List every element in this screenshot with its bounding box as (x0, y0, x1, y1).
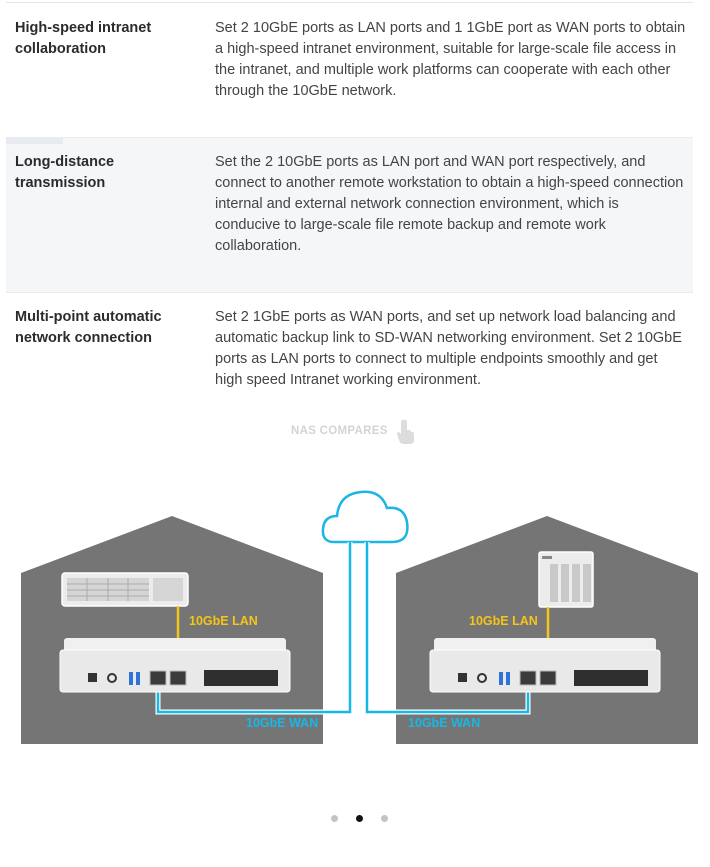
carousel-dot-2[interactable] (356, 815, 363, 822)
right-switch-icon (429, 638, 661, 693)
carousel-pagination (0, 812, 710, 826)
tower-nas-icon (538, 551, 594, 608)
watermark-hand-icon (397, 419, 414, 444)
right-lan-label: 10GbE LAN (469, 614, 538, 628)
top-divider (6, 2, 693, 3)
left-switch-icon (59, 638, 291, 693)
left-wan-line-color (156, 542, 352, 714)
right-wan-label: 10GbE WAN (408, 716, 480, 730)
right-wan-line-color (365, 542, 530, 714)
feature-description: Set 2 10GbE ports as LAN ports and 1 1Gb… (215, 20, 686, 99)
feature-title: Long-distance transmission (15, 154, 115, 191)
row-accent (6, 138, 63, 144)
network-diagram: 10GbE LAN 10GbE LAN 10GbE WAN 10GbE WAN (21, 490, 698, 744)
carousel-dot-3[interactable] (381, 815, 388, 822)
rackmount-nas-icon (61, 572, 189, 607)
feature-description: Set the 2 10GbE ports as LAN port and WA… (215, 154, 684, 254)
watermark-text: NAS COMPARES (291, 425, 388, 437)
feature-row-multipoint: Multi-point automatic network connection… (6, 293, 693, 403)
left-wan-label: 10GbE WAN (246, 716, 318, 730)
feature-description: Set 2 1GbE ports as WAN ports, and set u… (215, 309, 682, 388)
left-lan-label: 10GbE LAN (189, 614, 258, 628)
carousel-dot-1[interactable] (331, 815, 338, 822)
feature-title: Multi-point automatic network connection (15, 309, 162, 346)
cloud-icon (321, 490, 409, 544)
feature-title: High-speed intranet collaboration (15, 20, 152, 57)
feature-row-long-distance: Long-distance transmission Set the 2 10G… (6, 137, 693, 293)
feature-row-intranet: High-speed intranet collaboration Set 2 … (6, 3, 693, 137)
